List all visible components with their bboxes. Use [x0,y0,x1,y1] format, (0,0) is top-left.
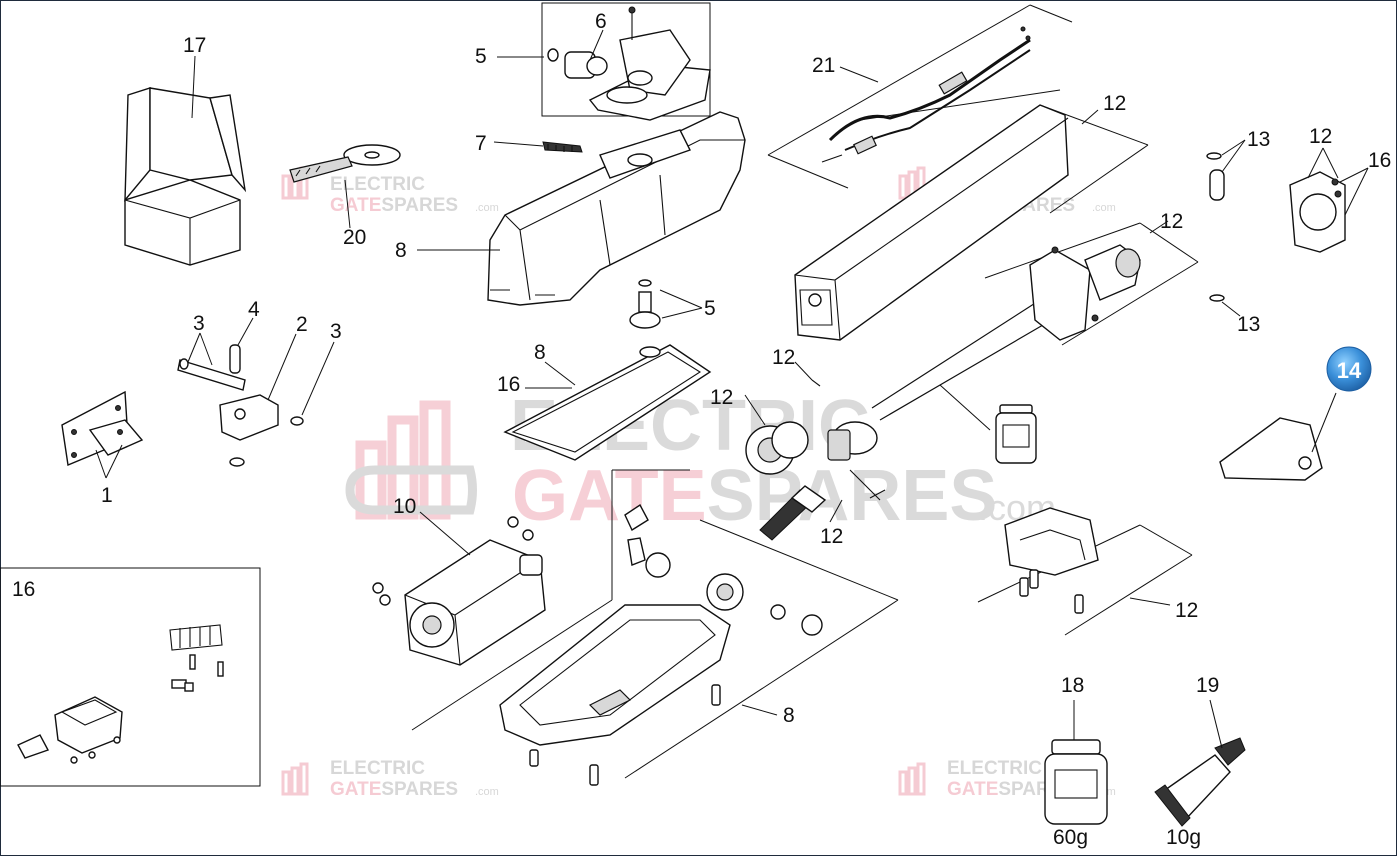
callout-6: 6 [595,10,607,33]
wiring-harness[interactable] [767,4,1073,189]
label-strip-part[interactable] [542,141,583,153]
gasket[interactable] [503,344,712,461]
callout-20: 20 [343,226,366,249]
callout-13-top: 13 [1247,128,1270,151]
grease-jar-icon[interactable] [1044,739,1108,825]
motor-base-housing[interactable] [411,469,899,786]
watermark-small-bottom-left: ELECTRIC GATESPARES .com [281,758,499,800]
callout-5-middle: 5 [704,297,716,320]
tube-weight: 10g [1166,826,1201,849]
callout-17: 17 [183,34,206,57]
outer-tube[interactable] [794,89,1149,341]
callout-21: 21 [812,54,835,77]
callout-12-gear-left: 12 [710,386,733,409]
callout-8-gasket: 8 [534,341,546,364]
callout-13-bottom: 13 [1237,313,1260,336]
wm-small-3-line1: ELECTRIC [330,758,425,779]
spindle-assembly[interactable] [827,222,1199,461]
callout-12-endcap: 12 [1309,125,1332,148]
callout-14: 14 [1337,358,1362,383]
callout-1: 1 [101,484,113,507]
badge-14[interactable]: 14 [1326,346,1372,392]
wm-small-1-suffix: .com [475,202,499,214]
grease-jar-icon [995,404,1037,464]
callout-16-inset: 16 [12,578,35,601]
watermark-gate: GATE [512,456,707,536]
callout-12-gear-top: 12 [772,346,795,369]
callout-12-gear-bottom: 12 [820,525,843,548]
release-lever-bracket[interactable] [1219,417,1323,481]
callout-18: 18 [1061,674,1084,697]
watermark-large: ELECTRIC GATESPARES .com [345,386,1056,536]
box-icon[interactable] [124,87,247,266]
junction-box[interactable] [17,624,224,764]
callout-4: 4 [248,298,260,321]
callout-10: 10 [393,495,416,518]
callout-5-top: 5 [475,45,487,68]
callout-16-gasket: 16 [497,373,520,396]
watermark-spares: SPARES [707,456,998,536]
callout-3-right: 3 [330,320,342,343]
rear-end-cap[interactable] [1289,171,1346,253]
wm-small-1-line2: GATESPARES [330,195,458,216]
callout-19: 19 [1196,674,1219,697]
wm-small-3-suffix: .com [475,786,499,798]
release-assembly[interactable] [547,6,711,121]
callout-16-endcap: 16 [1368,149,1391,172]
wm-small-1-line1: ELECTRIC [330,174,425,195]
callout-3-left: 3 [193,312,205,335]
carriage-part[interactable] [977,507,1193,636]
callout-8-base: 8 [783,704,795,727]
key-icon[interactable] [289,144,401,183]
clevis-assembly[interactable] [177,344,304,467]
callout-12-spindle: 12 [1160,210,1183,233]
wall-bracket[interactable] [61,390,144,466]
callout-7: 7 [475,132,487,155]
callout-12-tube: 12 [1103,92,1126,115]
part-16-inset-box [0,567,261,787]
gear-assembly[interactable] [745,379,886,541]
drive-shaft[interactable] [629,279,661,329]
wm-small-2-suffix: .com [1092,202,1116,214]
callout-12-carriage: 12 [1175,599,1198,622]
callout-2: 2 [296,313,308,336]
callout-8-top: 8 [395,239,407,262]
electric-motor[interactable] [372,516,546,666]
pin-part[interactable] [1206,152,1225,302]
watermark-small-top-left: ELECTRIC GATESPARES .com [281,166,499,216]
wm-small-4-line1: ELECTRIC [947,758,1042,779]
grease-tube-icon[interactable] [1154,737,1246,827]
watermark-logo-icon [345,400,477,520]
wm-small-3-line2: GATESPARES [330,779,458,800]
motor-top-cover[interactable] [487,111,746,306]
grease-weight: 60g [1053,826,1088,849]
